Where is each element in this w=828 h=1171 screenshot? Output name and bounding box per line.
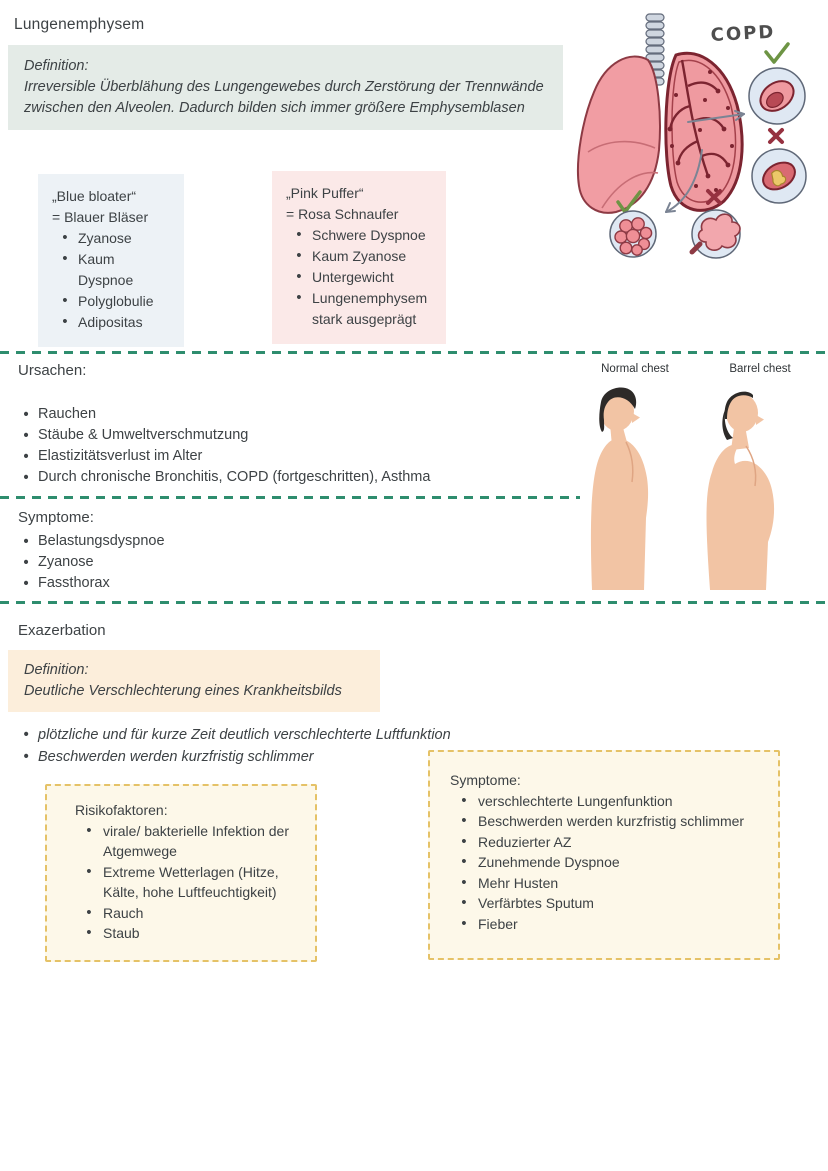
list-item: Zyanose (52, 228, 172, 249)
symptome-heading: Symptome: (18, 509, 94, 526)
page-title: Lungenemphysem (14, 16, 145, 33)
pink-puffer-subtitle: = Rosa Schnaufer (286, 206, 399, 222)
list-item: Fieber (450, 914, 766, 935)
list-item: Kaum Dyspnoe (52, 249, 172, 291)
diseased-bronchus-circle (751, 148, 807, 204)
definition-text: Deutliche Verschlechterung eines Krankhe… (24, 683, 342, 699)
arrow-to-bronchus (687, 110, 745, 123)
risikofaktoren-box: Risikofaktoren: virale/ bakterielle Infe… (45, 784, 317, 962)
exazerbation-symptome-box: Symptome: verschlechterte Lungenfunktion… (428, 750, 780, 960)
list-item: Zunehmende Dyspnoe (450, 852, 766, 873)
exazerbation-symptome-heading: Symptome: (450, 772, 521, 788)
list-item: Mehr Husten (450, 873, 766, 894)
pink-puffer-box: „Pink Puffer“ = Rosa Schnaufer Schwere D… (272, 171, 446, 344)
list-item: Staub (75, 923, 303, 944)
cross-icon (768, 128, 784, 144)
section-divider (0, 601, 828, 604)
pink-puffer-title: „Pink Puffer“ (286, 185, 364, 201)
list-item: Fassthorax (14, 573, 574, 594)
section-divider (0, 496, 580, 499)
risikofaktoren-list: virale/ bakterielle Infektion der Atgemw… (75, 821, 303, 944)
copd-lungs-illustration: COPD (560, 0, 828, 300)
list-item: Durch chronische Bronchitis, COPD (fortg… (14, 467, 574, 488)
definition-text: Irreversible Überblähung des Lungengeweb… (24, 79, 544, 116)
copd-label: COPD (710, 22, 776, 46)
blue-bloater-title: „Blue bloater“ (52, 188, 137, 204)
barrel-chest-figure (706, 391, 775, 590)
list-item: verschlechterte Lungenfunktion (450, 791, 766, 812)
exazerbation-heading: Exazerbation (18, 622, 106, 639)
risikofaktoren-heading: Risikofaktoren: (75, 802, 168, 818)
pink-puffer-list: Schwere DyspnoeKaum ZyanoseUntergewichtL… (286, 225, 434, 330)
list-item: Beschwerden werden kurzfristig schlimmer (14, 746, 614, 768)
definition-box-exazerbation: Definition: Deutliche Verschlechterung e… (8, 650, 380, 712)
barrel-chest-label: Barrel chest (729, 363, 791, 375)
list-item: Stäube & Umweltverschmutzung (14, 425, 574, 446)
exazerbation-symptome-list: verschlechterte LungenfunktionBeschwerde… (450, 791, 766, 935)
healthy-alveoli-circle (609, 210, 657, 258)
list-item: Zyanose (14, 552, 574, 573)
blue-bloater-subtitle: = Blauer Bläser (52, 209, 149, 225)
exazerbation-bullets: plötzliche und für kurze Zeit deutlich v… (14, 724, 614, 768)
list-item: Rauchen (14, 404, 574, 425)
symptome-list: BelastungsdyspnoeZyanoseFassthorax (14, 531, 574, 594)
normal-chest-figure (590, 387, 649, 590)
list-item: Extreme Wetterlagen (Hitze, Kälte, hohe … (75, 862, 303, 903)
list-item: Rauch (75, 903, 303, 924)
arrow-to-alveoli (665, 149, 703, 213)
cross-icon (706, 189, 722, 205)
list-item: Elastizitätsverlust im Alter (14, 446, 574, 467)
blue-bloater-box: „Blue bloater“ = Blauer Bläser ZyanoseKa… (38, 174, 184, 347)
list-item: Lungenemphysem stark ausgeprägt (286, 288, 434, 330)
check-icon (764, 42, 790, 64)
definition-box-emphysem: Definition: Irreversible Überblähung des… (8, 45, 563, 130)
list-item: Adipositas (52, 312, 172, 333)
definition-label: Definition: (24, 58, 89, 74)
right-lung (664, 51, 744, 212)
healthy-bronchus-circle (748, 67, 806, 125)
diseased-alveoli-circle (689, 209, 741, 259)
list-item: Kaum Zyanose (286, 246, 434, 267)
list-item: plötzliche und für kurze Zeit deutlich v… (14, 724, 614, 746)
list-item: Belastungsdyspnoe (14, 531, 574, 552)
list-item: Verfärbtes Sputum (450, 893, 766, 914)
left-lung (576, 55, 661, 214)
list-item: virale/ bakterielle Infektion der Atgemw… (75, 821, 303, 862)
ursachen-list: RauchenStäube & UmweltverschmutzungElast… (14, 404, 574, 488)
ursachen-heading: Ursachen: (18, 362, 87, 379)
blue-bloater-list: ZyanoseKaum DyspnoePolyglobulieAdiposita… (52, 228, 172, 333)
normal-chest-label: Normal chest (601, 363, 669, 375)
list-item: Schwere Dyspnoe (286, 225, 434, 246)
list-item: Reduzierter AZ (450, 832, 766, 853)
chest-comparison-illustration (580, 382, 825, 590)
bronchial-tips (667, 70, 734, 192)
list-item: Untergewicht (286, 267, 434, 288)
list-item: Beschwerden werden kurzfristig schlimmer (450, 811, 766, 832)
section-divider (0, 351, 828, 354)
definition-label: Definition: (24, 662, 89, 678)
list-item: Polyglobulie (52, 291, 172, 312)
